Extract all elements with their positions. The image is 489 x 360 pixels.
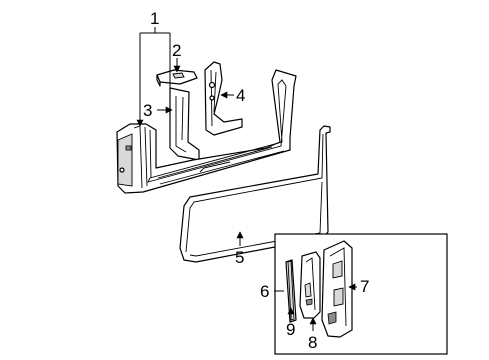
callout-8: 8: [308, 333, 317, 352]
callout-5: 5: [235, 248, 244, 267]
callout-labels: 1 2 3 4 5 6 7 8 9: [143, 9, 369, 352]
leader-lines: [136, 27, 357, 331]
part-1-door-frame: [116, 69, 297, 194]
part-8-molding: [299, 251, 321, 319]
callout-6: 6: [260, 282, 269, 301]
callout-4: 4: [236, 86, 245, 105]
part-4-pillar-panel: [204, 61, 243, 136]
part-7-trim-piece: [321, 240, 353, 338]
part-2-bracket: [156, 69, 198, 87]
callout-7: 7: [360, 277, 369, 296]
callout-2: 2: [172, 41, 181, 60]
detail-inset: [274, 233, 448, 355]
part-5-weatherstrip: [179, 125, 331, 263]
callout-9: 9: [286, 320, 295, 339]
part-9-strip: [285, 259, 297, 323]
part-3-pillar-reinforcement: [169, 87, 200, 161]
callout-3: 3: [143, 101, 152, 120]
callout-1: 1: [150, 9, 159, 28]
